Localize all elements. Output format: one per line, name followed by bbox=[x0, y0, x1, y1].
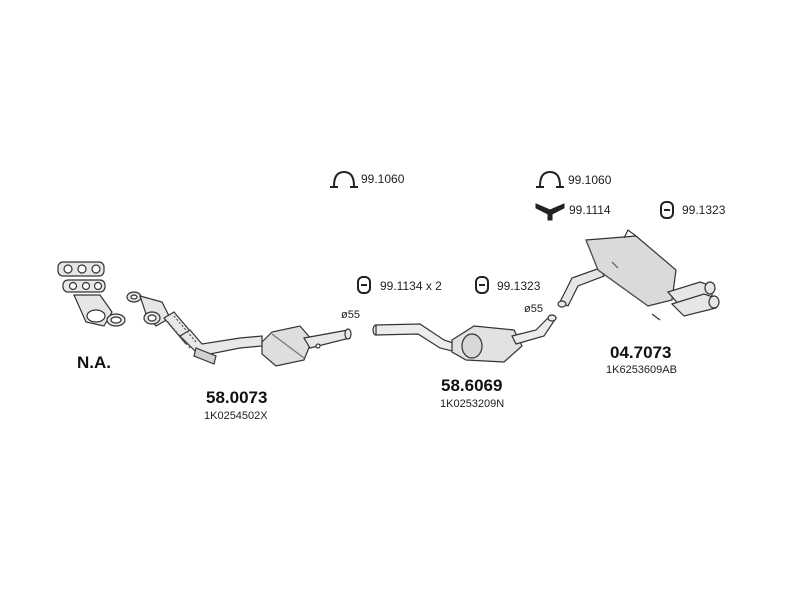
diameter-label-front: ø55 bbox=[341, 309, 360, 321]
fitting-code-hanger-middle: 99.1134 x 2 bbox=[380, 279, 442, 293]
part-number-front-pipe: 58.0073 bbox=[206, 388, 268, 407]
fitting-code-hanger-rear: 99.1323 bbox=[682, 203, 726, 217]
fitting-code-clamp-front: 99.1060 bbox=[361, 172, 405, 186]
oem-number-front-pipe: 1K0254502X bbox=[204, 410, 268, 422]
fitting-code-bracket-rear: 99.1114 bbox=[569, 203, 611, 217]
clamp-u-icon bbox=[536, 170, 564, 188]
bracket-y-icon bbox=[535, 203, 565, 221]
not-available-label: N.A. bbox=[77, 353, 111, 372]
hanger-icon bbox=[475, 276, 489, 294]
oem-number-rear-silencer: 1K6253609AB bbox=[606, 364, 677, 376]
hanger-icon bbox=[660, 201, 674, 219]
part-number-rear-silencer: 04.7073 bbox=[610, 343, 672, 362]
fitting-code-clamp-rear: 99.1060 bbox=[568, 173, 612, 187]
rear-silencer-illustration bbox=[557, 229, 720, 321]
front-pipe-illustration bbox=[163, 311, 352, 367]
fitting-code-hanger-resonator: 99.1323 bbox=[497, 279, 541, 293]
middle-pipe-illustration bbox=[372, 314, 558, 363]
part-number-middle-pipe: 58.6069 bbox=[441, 376, 503, 395]
hanger-icon bbox=[357, 276, 371, 294]
clamp-u-icon bbox=[330, 170, 358, 188]
oem-number-middle-pipe: 1K0253209N bbox=[440, 398, 505, 410]
exhaust-manifold-illustration bbox=[57, 261, 171, 327]
diameter-label-rear: ø55 bbox=[524, 303, 543, 315]
